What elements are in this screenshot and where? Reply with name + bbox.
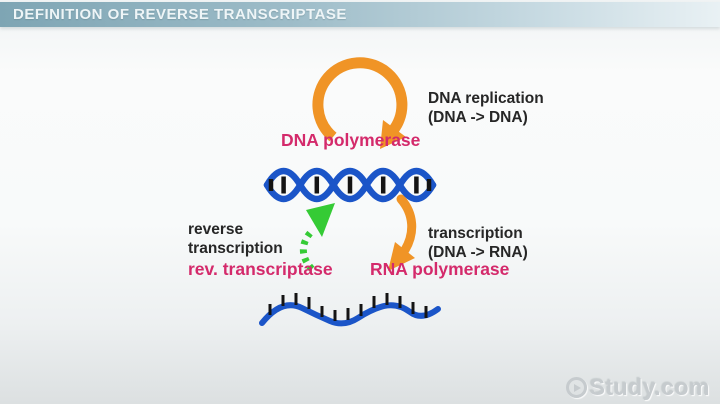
transcription-line2: (DNA -> RNA): [428, 244, 528, 261]
dashed-up-arrow: [299, 203, 335, 272]
transcription-line1: transcription: [428, 225, 523, 242]
rev-transcriptase-label: rev. transcriptase: [188, 259, 333, 279]
rna-polymerase-label: RNA polymerase: [370, 259, 510, 279]
play-icon: [565, 377, 587, 398]
reverse-transcription-line1: reverse: [188, 221, 244, 238]
dna-replication-label: DNA replication (DNA -> DNA): [428, 89, 544, 127]
brand-watermark: Study.com: [565, 374, 710, 401]
slide-title-bar: DEFINITION OF REVERSE TRANSCRIPTASE: [0, 2, 720, 27]
slide-title: DEFINITION OF REVERSE TRANSCRIPTASE: [13, 6, 347, 23]
brand-name: Study.com: [589, 374, 710, 400]
dna-replication-line1: DNA replication: [428, 90, 544, 107]
dna-replication-line2: (DNA -> DNA): [428, 109, 528, 126]
curved-down-arrow: [388, 194, 417, 271]
transcription-label: transcription (DNA -> RNA): [428, 224, 528, 262]
dna-polymerase-label: DNA polymerase: [281, 130, 421, 150]
reverse-transcription-label: reverse transcription: [188, 220, 283, 258]
circular-cycle-arrow: [312, 57, 408, 149]
reverse-transcription-line2: transcription: [188, 240, 283, 257]
rna-strand-wave: [259, 293, 441, 327]
dna-double-helix: [263, 167, 437, 203]
